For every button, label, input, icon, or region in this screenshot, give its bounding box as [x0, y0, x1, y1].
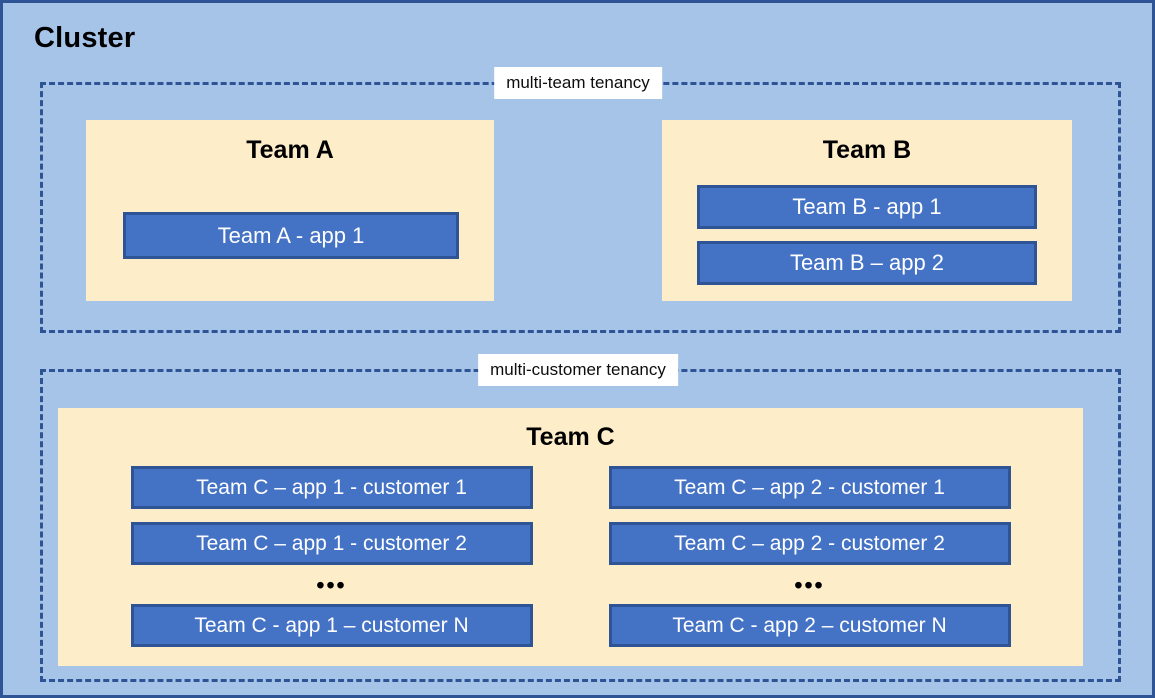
app-box-team-c-app-1-customer-2[interactable]: Team C – app 1 - customer 2	[130, 522, 533, 565]
app-box-team-c-app-1-customer-n[interactable]: Team C - app 1 – customer N	[130, 604, 533, 647]
app-column-team-c-app-2: Team C – app 2 - customer 1 Team C – app…	[608, 466, 1011, 647]
app-box-team-c-app-2-customer-2[interactable]: Team C – app 2 - customer 2	[608, 522, 1011, 565]
app-box-team-b-app-2[interactable]: Team B – app 2	[697, 241, 1037, 285]
tenancy-label-multi-customer: multi-customer tenancy	[478, 354, 678, 386]
team-title-team-c: Team C	[526, 423, 615, 451]
page-title: Cluster	[34, 22, 136, 54]
team-title-team-b: Team B	[822, 136, 912, 164]
team-c-columns: Team C – app 1 - customer 1 Team C – app…	[58, 466, 1083, 647]
tenancy-label-multi-team: multi-team tenancy	[494, 67, 662, 99]
app-box-team-c-app-1-customer-1[interactable]: Team C – app 1 - customer 1	[130, 466, 533, 509]
app-box-team-b-app-1[interactable]: Team B - app 1	[697, 185, 1037, 229]
app-list-team-b: Team B - app 1 Team B – app 2	[697, 185, 1037, 285]
team-box-team-a: Team A Team A - app 1	[86, 120, 494, 301]
team-box-team-b: Team B Team B - app 1 Team B – app 2	[662, 120, 1072, 301]
team-box-team-c: Team C Team C – app 1 - customer 1 Team …	[58, 408, 1083, 666]
ellipsis-team-c-app-2: •••	[794, 572, 825, 598]
app-box-team-c-app-2-customer-1[interactable]: Team C – app 2 - customer 1	[608, 466, 1011, 509]
app-list-team-a: Team A - app 1	[123, 212, 459, 259]
app-column-team-c-app-1: Team C – app 1 - customer 1 Team C – app…	[130, 466, 533, 647]
app-box-team-a-app-1[interactable]: Team A - app 1	[123, 212, 459, 259]
team-title-team-a: Team A	[246, 136, 334, 164]
app-box-team-c-app-2-customer-n[interactable]: Team C - app 2 – customer N	[608, 604, 1011, 647]
ellipsis-team-c-app-1: •••	[316, 572, 347, 598]
